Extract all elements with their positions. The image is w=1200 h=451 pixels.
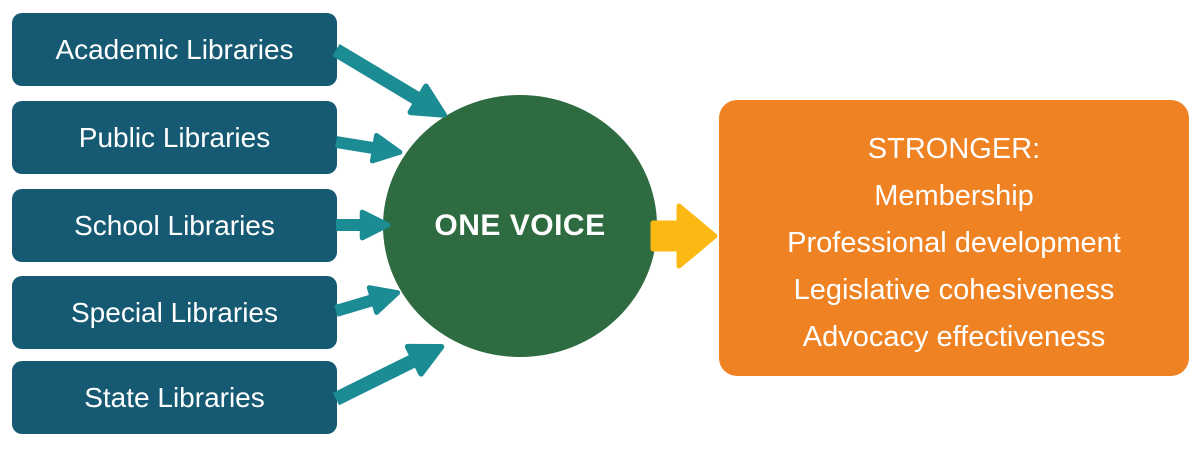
outcome-line-membership: Membership [874, 180, 1034, 212]
source-box-academic-libraries: Academic Libraries [12, 13, 337, 86]
outcome-line-professional-development: Professional development [787, 227, 1121, 259]
source-label-academic-libraries: Academic Libraries [55, 33, 294, 65]
outcome-text-block: STRONGER: Membership Professional develo… [719, 100, 1189, 361]
outcome-title: STRONGER: [867, 133, 1041, 165]
source-box-public-libraries: Public Libraries [12, 101, 337, 174]
hub-label: ONE VOICE [434, 209, 606, 242]
outcome-line-legislative-cohesiveness: Legislative cohesiveness [793, 274, 1115, 306]
source-box-state-libraries: State Libraries [12, 361, 337, 434]
arrow-public-to-hub [335, 132, 403, 164]
outcome-box: STRONGER: Membership Professional develo… [719, 100, 1189, 376]
source-label-school-libraries: School Libraries [74, 209, 275, 241]
hub-circle: ONE VOICE [383, 95, 657, 357]
arrow-academic-to-hub [332, 43, 447, 118]
source-label-public-libraries: Public Libraries [78, 121, 271, 153]
source-label-state-libraries: State Libraries [84, 381, 265, 413]
source-label-special-libraries: Special Libraries [71, 296, 278, 328]
arrow-special-to-hub [334, 285, 401, 317]
source-box-school-libraries: School Libraries [12, 189, 337, 262]
arrow-state-to-hub [332, 343, 445, 406]
source-box-special-libraries: Special Libraries [12, 276, 337, 349]
arrow-hub-to-outcome [650, 203, 718, 269]
outcome-line-advocacy-effectiveness: Advocacy effectiveness [802, 321, 1106, 353]
